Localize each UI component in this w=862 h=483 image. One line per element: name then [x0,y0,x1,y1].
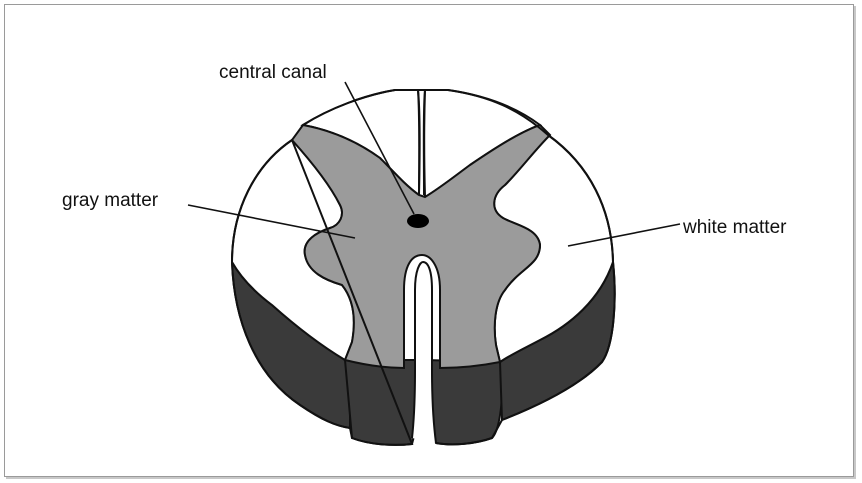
central-canal [407,214,429,228]
dorsal-median-septum [418,90,425,195]
central-canal-label: central canal [219,63,327,82]
ventral-median-fissure [412,262,436,443]
white-matter-label: white matter [683,218,786,237]
ventral-dark-region [425,360,503,444]
gray-matter-label: gray matter [62,191,158,210]
